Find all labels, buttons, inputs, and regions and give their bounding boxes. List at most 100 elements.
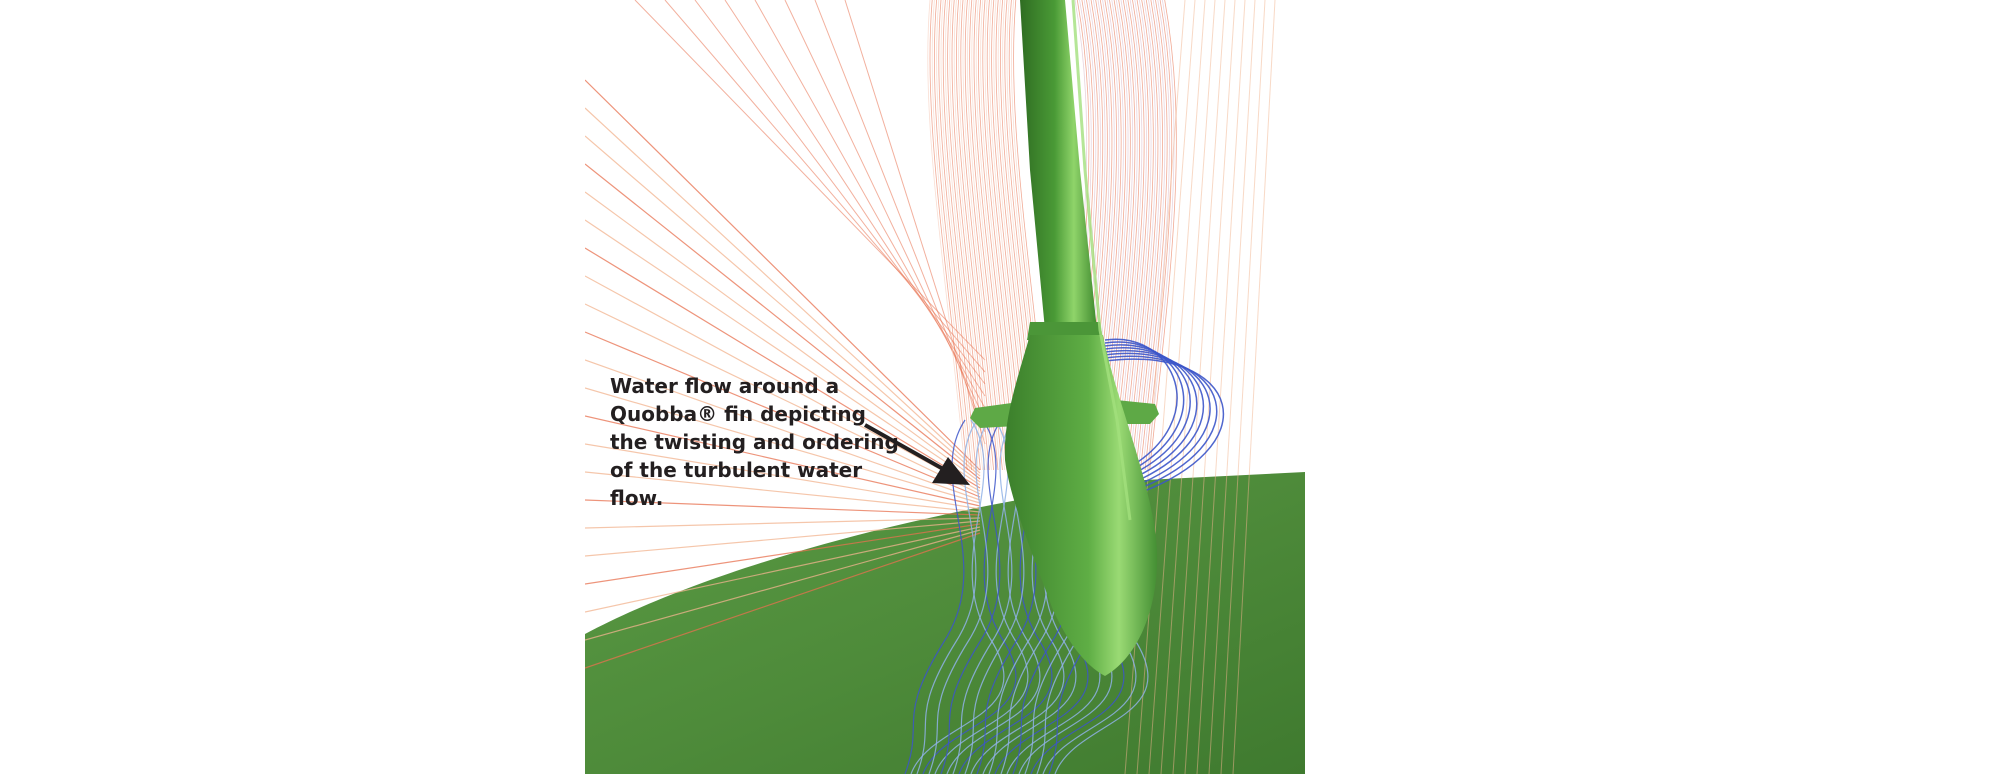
streamline — [1117, 0, 1145, 471]
streamline — [933, 0, 972, 471]
streamline — [940, 419, 1002, 774]
streamline — [585, 331, 981, 498]
streamline — [784, 0, 986, 421]
streamline — [664, 0, 986, 373]
streamline — [1137, 0, 1166, 471]
streamline — [1130, 0, 1159, 471]
streamline — [966, 0, 1005, 471]
streamline — [960, 0, 999, 471]
streamline — [1104, 347, 1198, 483]
streamline — [973, 0, 1012, 471]
streamline — [1147, 0, 1175, 471]
streamline — [1220, 0, 1266, 774]
caption-line: the twisting and ordering — [610, 430, 899, 454]
streamline — [585, 517, 981, 529]
streamline — [952, 419, 1014, 774]
streamline — [1104, 341, 1185, 475]
streamline — [949, 0, 988, 471]
streamline — [814, 0, 986, 433]
streamline — [936, 0, 975, 471]
streamline — [1148, 0, 1206, 774]
streamline — [585, 499, 981, 516]
streamline — [938, 0, 977, 471]
streamline — [1121, 0, 1150, 471]
streamline — [585, 191, 981, 483]
streamline — [634, 0, 986, 361]
streamline — [927, 0, 966, 471]
streamline — [984, 0, 1023, 471]
streamline — [585, 303, 981, 495]
caption-line: Water flow around a — [610, 374, 840, 398]
streamline — [585, 443, 981, 510]
streamline — [962, 0, 1001, 471]
streamline — [1135, 0, 1163, 471]
flow-visualization-figure — [585, 0, 1305, 774]
streamline — [585, 526, 981, 613]
streamline — [940, 0, 979, 471]
caption-line: of the turbulent water — [610, 458, 863, 482]
streamline — [977, 0, 1016, 471]
streamline — [975, 0, 1014, 471]
flow-visualization-canvas — [585, 0, 1305, 774]
streamline — [969, 0, 1008, 471]
streamline — [931, 0, 970, 471]
streamline — [929, 0, 968, 471]
streamline — [585, 275, 981, 492]
streamline — [585, 107, 981, 474]
streamline — [928, 419, 990, 774]
streamline — [953, 0, 992, 471]
streamline — [1104, 349, 1205, 487]
streamline — [1133, 0, 1161, 471]
streamline — [1196, 0, 1246, 774]
hull-surface — [585, 472, 1305, 774]
caption-line: flow. — [610, 486, 664, 510]
streamline — [980, 0, 1019, 471]
streamline — [955, 0, 994, 471]
streamline — [958, 0, 997, 471]
streamline — [916, 419, 978, 774]
streamline — [1208, 0, 1256, 774]
streamline — [585, 415, 981, 507]
streamline — [942, 0, 981, 471]
fin-mast — [1020, 0, 1097, 330]
streamline — [585, 163, 981, 480]
streamline — [1142, 0, 1170, 471]
streamline — [585, 247, 981, 489]
fin-bulb — [1004, 335, 1158, 676]
streamline — [1149, 0, 1177, 471]
caption-line: Quobba® fin depicting — [610, 402, 866, 426]
streamline — [585, 219, 981, 486]
streamline — [585, 529, 981, 641]
streamline — [694, 0, 986, 385]
streamline — [585, 135, 981, 477]
streamline — [1144, 0, 1173, 471]
streamline — [1110, 0, 1138, 471]
figure-caption: Water flow around a Quobba® fin depictin… — [610, 372, 910, 512]
streamlines-red — [585, 0, 1276, 774]
streamline — [1104, 338, 1178, 471]
streamline — [1104, 358, 1224, 499]
streamline — [585, 520, 981, 557]
fin-edge-highlight — [1071, 0, 1132, 521]
streamline — [585, 471, 981, 513]
streamline — [585, 79, 981, 471]
streamline — [982, 0, 1021, 471]
arrow-pointer-icon — [864, 423, 970, 485]
streamline — [1136, 0, 1196, 774]
streamline — [951, 0, 990, 471]
streamline — [964, 0, 1003, 471]
streamline — [844, 0, 986, 445]
streamline — [1104, 344, 1191, 479]
streamline — [1126, 0, 1154, 471]
streamline — [724, 0, 986, 397]
streamline — [585, 523, 981, 585]
streamline — [1104, 355, 1218, 495]
streamline — [1140, 0, 1168, 471]
streamline — [1128, 0, 1157, 471]
streamline — [971, 0, 1010, 471]
streamline — [1112, 0, 1140, 471]
streamline — [1114, 0, 1143, 471]
streamline — [585, 359, 981, 501]
streamline — [1232, 0, 1276, 774]
streamline — [1104, 352, 1211, 491]
